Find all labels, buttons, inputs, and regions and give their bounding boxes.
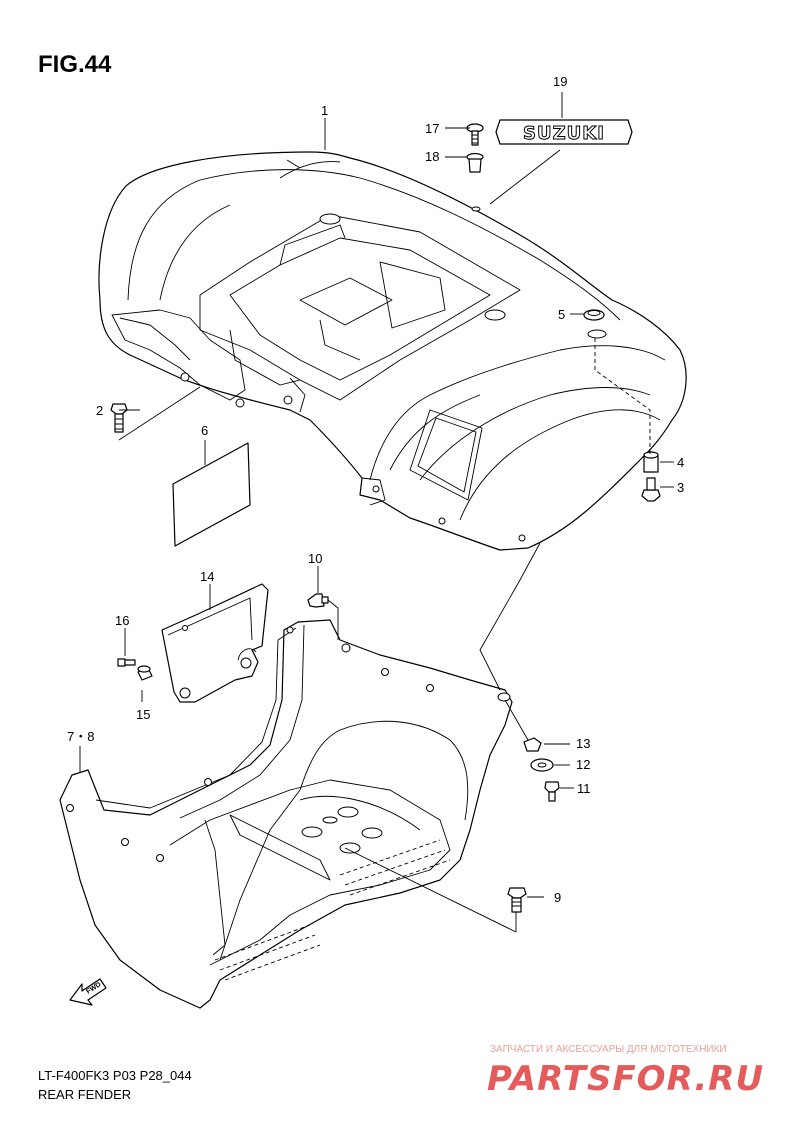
callout-2: 2 [96, 403, 103, 418]
bolt-11 [544, 781, 560, 802]
collar-4 [643, 451, 659, 473]
callout-9: 9 [554, 890, 561, 905]
leader-lines [79, 92, 674, 933]
callout-5: 5 [558, 307, 565, 322]
screw-16 [117, 658, 136, 667]
screw-17 [466, 123, 484, 146]
nut-18 [466, 152, 484, 173]
callout-10: 10 [308, 551, 322, 566]
callout-13: 13 [576, 736, 590, 751]
callout-18: 18 [425, 149, 439, 164]
clip-10 [307, 593, 329, 608]
emblem-text: SUZUKI [523, 123, 605, 144]
callout-16: 16 [115, 613, 129, 628]
callout-12: 12 [576, 757, 590, 772]
footer-model-code: LT-F400FK3 P03 P28_044 [38, 1068, 192, 1083]
callout-17: 17 [425, 121, 439, 136]
cap-5 [583, 309, 605, 321]
rear-fender-lower [59, 619, 513, 1009]
footer-section: REAR FENDER [38, 1087, 131, 1102]
watermark-logo: ЗАПЧАСТИ И АКСЕССУАРЫ ДЛЯ МОТОТЕХНИКИ PA… [487, 1044, 764, 1099]
callout-1: 1 [321, 103, 328, 118]
rear-fender-upper [98, 151, 687, 551]
callout-19: 19 [553, 74, 567, 89]
nut-15 [137, 665, 153, 681]
callout-7-8: 7・8 [67, 729, 94, 744]
pad-6 [172, 442, 251, 547]
callout-3: 3 [677, 480, 684, 495]
bolt-3 [641, 477, 661, 502]
callout-4: 4 [677, 455, 684, 470]
watermark-tagline: ЗАПЧАСТИ И АКСЕССУАРЫ ДЛЯ МОТОТЕХНИКИ [490, 1044, 727, 1055]
washer-12 [530, 758, 554, 772]
callout-11: 11 [577, 781, 591, 796]
callout-labels: 1 2 3 4 5 6 7・8 9 10 11 12 13 14 15 16 1… [67, 74, 684, 905]
bracket-14 [161, 583, 269, 703]
bolt-2 [110, 403, 128, 433]
suzuki-emblem: SUZUKI [495, 119, 633, 145]
watermark-brand: PARTSFOR.RU [487, 1059, 764, 1099]
figure-title: FIG.44 [38, 51, 112, 78]
bolt-9 [507, 887, 527, 913]
callout-6: 6 [201, 423, 208, 438]
callout-15: 15 [136, 707, 150, 722]
callout-14: 14 [200, 569, 214, 584]
nut-13 [523, 737, 542, 752]
fwd-arrow-icon: FWD [69, 978, 107, 1006]
